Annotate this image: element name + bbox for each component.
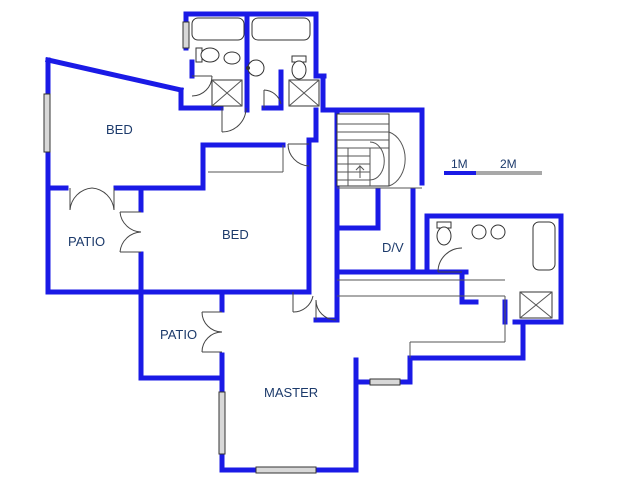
room-label-bed-top: BED <box>106 122 133 137</box>
toilet-icon <box>436 221 452 246</box>
bathtub-icon <box>191 17 245 41</box>
room-label-patio-left: PATIO <box>68 234 105 249</box>
staircase-icon <box>336 113 406 187</box>
bathtub-icon <box>251 17 311 41</box>
scale-bar: 1M 2M <box>444 157 542 175</box>
window-icon <box>369 378 401 386</box>
door-swing-icon <box>119 211 142 253</box>
bathtub-icon <box>532 221 556 271</box>
doors <box>69 75 463 353</box>
door-swing-icon <box>191 75 213 97</box>
room-label-patio-bottom: PATIO <box>160 327 197 342</box>
door-swing-icon <box>315 299 337 321</box>
basin-icon <box>223 51 241 65</box>
shower-icon <box>211 79 243 107</box>
basin-icon <box>246 59 265 77</box>
door-swing-icon <box>69 187 115 211</box>
door-swing-icon <box>292 292 314 313</box>
fixtures <box>191 17 556 319</box>
interior-lines <box>208 145 506 358</box>
door-swing-icon <box>437 247 463 273</box>
door-swing-icon <box>263 89 282 108</box>
window-icon <box>43 93 51 153</box>
door-swing-icon <box>221 107 247 133</box>
room-label-master: MASTER <box>264 385 318 400</box>
scale-label-1m: 1M <box>451 157 468 171</box>
scale-label-2m: 2M <box>500 157 517 171</box>
room-label-bed-mid: BED <box>222 227 249 242</box>
window-icon <box>255 466 317 474</box>
room-label-dv: D/V <box>382 240 404 255</box>
toilet-icon <box>195 47 220 63</box>
basin-icon <box>471 224 506 240</box>
door-swing-icon <box>201 311 223 353</box>
window-icon <box>182 21 190 49</box>
room-labels: BED BED PATIO PATIO D/V MASTER <box>68 122 404 400</box>
shower-icon <box>519 291 553 319</box>
shower-icon <box>288 79 320 107</box>
window-icon <box>218 391 226 455</box>
door-swing-icon <box>287 143 310 167</box>
toilet-icon <box>291 55 307 80</box>
windows <box>43 21 401 474</box>
